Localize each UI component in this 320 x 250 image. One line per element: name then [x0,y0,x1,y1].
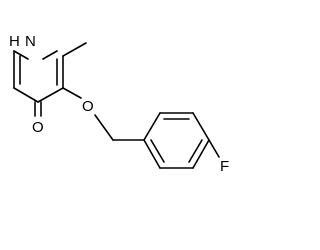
atom-label-o-ether: O [82,98,94,115]
bond-c5-c4 [13,87,39,103]
bond-ar3-ar4 [192,112,210,141]
bond-c2-methyl [62,42,87,57]
bond-c3-o-ether [62,87,82,99]
atom-label-o-carbonyl: O [32,119,44,136]
bond-ar4-ar5 [192,139,210,169]
bond-o-ether-ch2 [94,114,114,141]
atom-label-f: F [220,158,229,175]
bond-c2-n1 [42,50,58,60]
atom-label-n: N [25,33,36,50]
bond-ar4-ar5-double [188,139,203,163]
bond-ar6-ar1 [143,139,161,169]
bond-n1-c6 [13,50,29,60]
bond-ar4-f [208,139,220,158]
bond-ar1-ar2 [143,112,161,141]
molecule-structure-diagram: H N O O F [9,33,229,175]
bond-c4-c3 [37,87,64,103]
bond-ar6-ar1-double [150,139,165,163]
atom-label-h: H [9,33,20,50]
